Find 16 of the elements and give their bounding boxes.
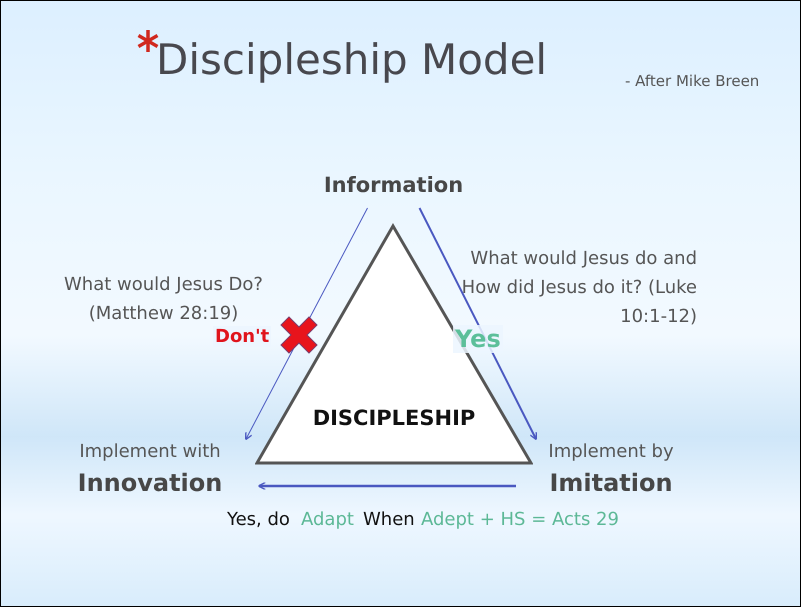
arrow: [418, 208, 538, 440]
caption-text: When: [363, 508, 415, 532]
node-subtitle: Implement by: [547, 441, 675, 462]
edge-label: Yes: [453, 325, 503, 353]
node-label: Imitation: [548, 469, 674, 497]
subtitle: - After Mike Breen: [625, 71, 760, 92]
node-subtitle: Implement with: [78, 441, 222, 462]
node-label: Innovation: [76, 469, 224, 497]
triangle-label: DISCIPLESHIP: [312, 406, 476, 430]
caption-text: Adept + HS = Acts 29: [421, 508, 619, 532]
arrow: [258, 482, 516, 490]
caption-text: Yes, do: [227, 508, 290, 532]
node-label: Information: [322, 173, 464, 197]
question-text: What would Jesus Do? (Matthew 28:19): [62, 273, 264, 326]
title: Discipleship Model: [156, 35, 548, 84]
caption-text: Adapt: [301, 508, 354, 532]
